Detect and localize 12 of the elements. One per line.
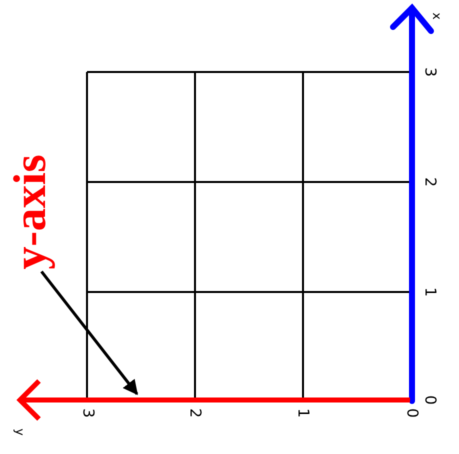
axis-title: y-axis xyxy=(7,154,53,270)
tick-label: 3 xyxy=(422,67,438,77)
leader-arrow xyxy=(40,270,138,396)
tick-label: 1 xyxy=(422,287,438,297)
tick-label: 0 xyxy=(404,408,420,418)
tick-label: 3 xyxy=(80,408,96,418)
axis-label: x xyxy=(431,12,443,20)
tick-label: 1 xyxy=(296,408,310,418)
axis-label: y xyxy=(14,428,26,436)
tick-label: 2 xyxy=(188,408,202,418)
tick-label: 2 xyxy=(422,177,438,187)
tick-label: 0 xyxy=(422,395,438,405)
